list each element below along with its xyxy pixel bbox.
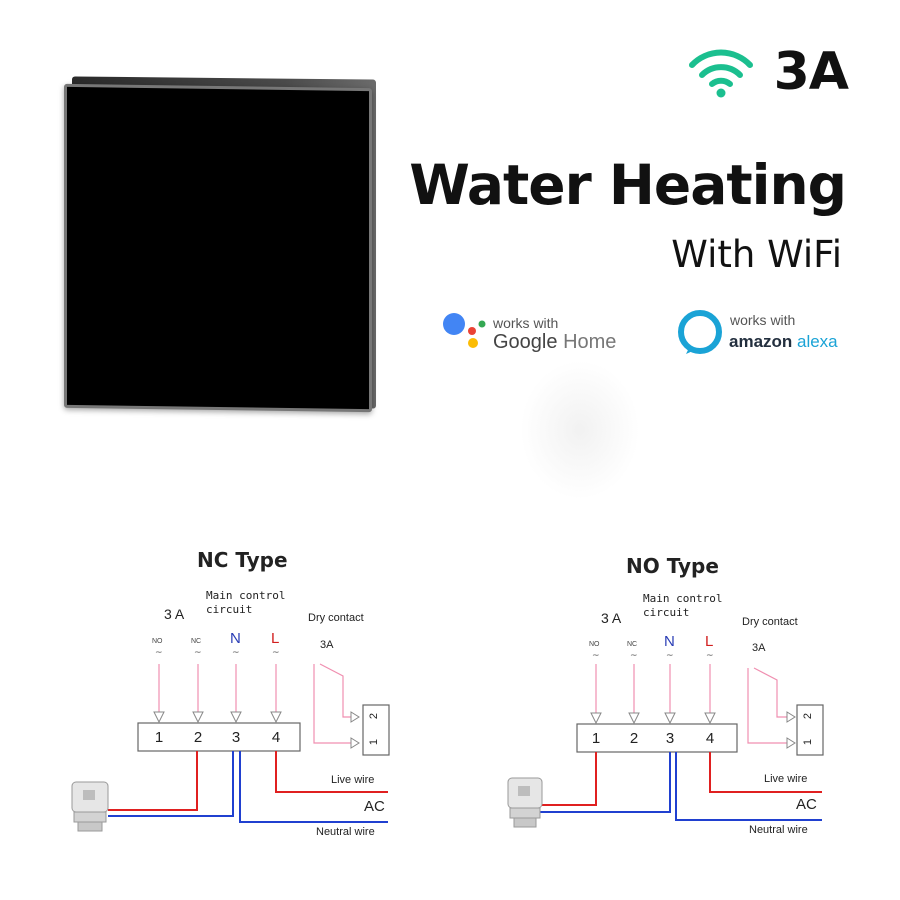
nc-neutral-wire-label: Neutral wire (316, 826, 375, 838)
no-tilde-4: ~ (706, 651, 714, 661)
switch-panel-image (64, 83, 372, 413)
home-brand-word: Home (563, 331, 617, 353)
product-subtitle: With WiFi (671, 233, 842, 276)
nc-relay-2: 2 (368, 712, 381, 720)
no-ac-label: AC (796, 796, 817, 813)
no-tilde-1: ~ (592, 651, 600, 661)
nc-terminal-no-tag: NO (152, 638, 163, 645)
no-tilde-2: ~ (630, 651, 638, 661)
google-brand-word: Google (493, 331, 558, 353)
nc-tilde-4: ~ (272, 648, 280, 658)
no-type-diagram: NO Type 3 A Main control circuit Dry con… (450, 540, 890, 870)
nc-tilde-1: ~ (155, 648, 163, 658)
no-terminal-nc-tag: NC (627, 641, 638, 648)
nc-terminal-l-label: L (271, 630, 280, 647)
nc-terminal-nc-tag: NC (191, 638, 202, 645)
nc-dry-amperage-label: 3A (320, 639, 334, 651)
nc-terminal-3: 3 (231, 729, 241, 746)
no-main-control-label: Main control circuit (643, 592, 723, 619)
no-terminal-2: 2 (629, 730, 639, 747)
no-tilde-3: ~ (666, 651, 674, 661)
alexa-works-with-text: works with (730, 312, 796, 328)
google-home-badge: works with Google Home (441, 311, 621, 357)
light-glare (520, 360, 640, 500)
no-terminal-3: 3 (665, 730, 675, 747)
nc-terminal-4: 4 (271, 729, 281, 746)
nc-dry-contact-label: Dry contact (308, 612, 364, 624)
amazon-alexa-badge: works with amazon alexa (676, 306, 856, 358)
amazon-brand-word: amazon (729, 332, 793, 351)
no-terminal-1: 1 (591, 730, 601, 747)
no-diagram-title: NO Type (626, 554, 719, 578)
no-live-wire-label: Live wire (764, 773, 808, 785)
nc-main-control-label: Main control circuit (206, 589, 286, 616)
thermal-actuator-icon (507, 777, 543, 828)
nc-amperage-label: 3 A (164, 606, 185, 622)
nc-tilde-2: ~ (194, 648, 202, 658)
no-dry-amperage-label: 3A (752, 642, 766, 654)
nc-relay-1: 1 (368, 738, 381, 746)
no-neutral-wire-label: Neutral wire (749, 824, 808, 836)
no-terminal-l-label: L (705, 633, 714, 650)
amperage-badge: 3A (773, 42, 849, 102)
no-dry-contact-label: Dry contact (742, 616, 798, 628)
no-relay-2: 2 (802, 712, 815, 720)
nc-terminal-2: 2 (193, 729, 203, 746)
no-amperage-label: 3 A (601, 610, 622, 626)
nc-diagram-title: NC Type (197, 548, 288, 572)
alexa-brand-word: alexa (797, 332, 838, 351)
nc-live-wire-label: Live wire (331, 774, 375, 786)
thermal-actuator-icon (71, 781, 109, 832)
nc-terminal-n-label: N (230, 630, 241, 647)
no-wiring-lines (507, 664, 824, 828)
wifi-icon (689, 49, 753, 98)
nc-wiring-lines (71, 663, 390, 832)
google-works-with-text: works with (493, 315, 559, 331)
nc-terminal-1: 1 (154, 729, 164, 746)
nc-tilde-3: ~ (232, 648, 240, 658)
no-terminal-4: 4 (705, 730, 715, 747)
no-terminal-no-tag: NO (589, 641, 600, 648)
google-home-brand: Google Home (493, 331, 616, 354)
nc-ac-label: AC (364, 798, 385, 815)
google-assistant-icon (443, 313, 486, 348)
no-relay-1: 1 (802, 738, 815, 746)
alexa-ring-icon (678, 310, 722, 354)
product-title: Water Heating (409, 153, 847, 217)
nc-type-diagram: NC Type 3 A Main control circuit Dry con… (0, 540, 440, 870)
no-terminal-n-label: N (664, 633, 675, 650)
